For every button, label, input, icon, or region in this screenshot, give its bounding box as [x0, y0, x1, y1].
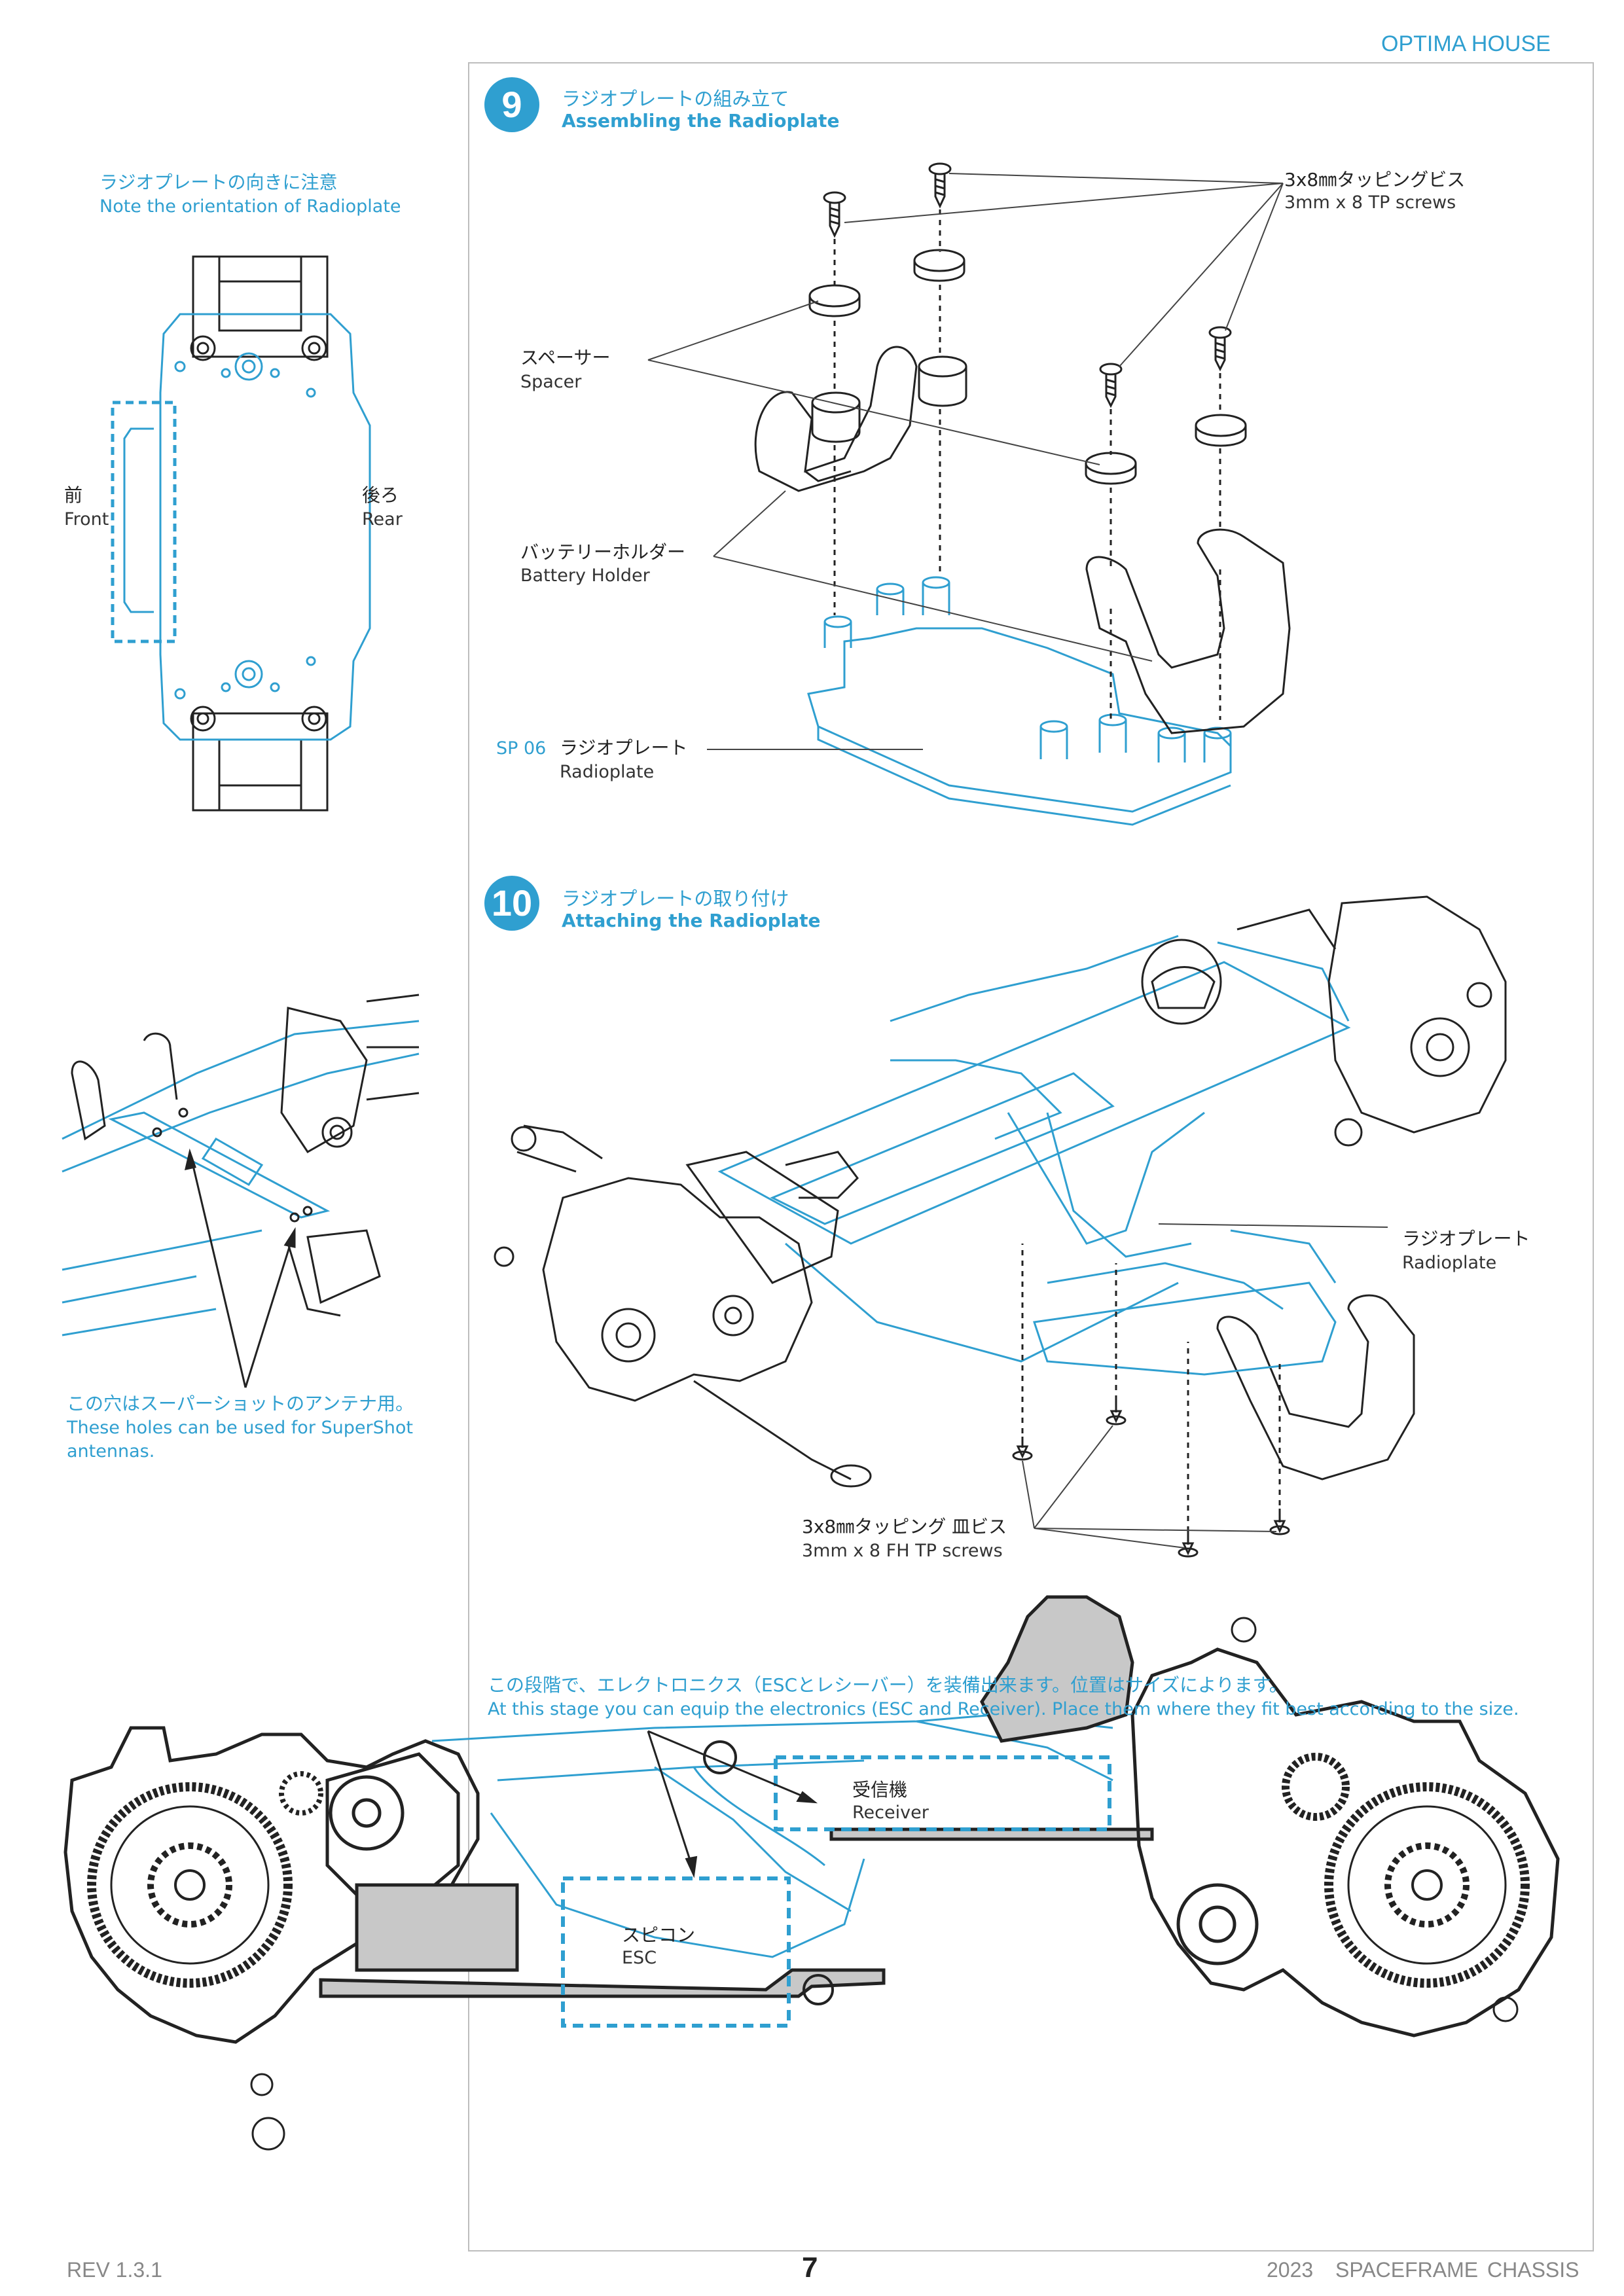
part-code-sp06: SP 06: [496, 738, 547, 759]
front-label-jp: 前: [64, 484, 83, 506]
rear-label-en: Rear: [362, 509, 403, 529]
step9-exploded-view: [647, 162, 1291, 826]
radioplate-top-view: [111, 255, 371, 812]
step-10-badge: 10: [484, 876, 539, 931]
step10-radioplate-label-en: Radioplate: [1402, 1253, 1497, 1273]
brand-header: OPTIMA HOUSE: [1381, 31, 1551, 56]
step10-chassis-view: [494, 895, 1507, 1558]
step-10-title-jp: ラジオプレートの取り付け: [562, 888, 789, 910]
antenna-note-jp: この穴はスーパーショットのアンテナ用。: [67, 1393, 414, 1414]
radioplate-label-jp: ラジオプレート: [560, 737, 688, 759]
radioplate-label-en: Radioplate: [560, 762, 655, 782]
tp-screws-label-en: 3mm x 8 TP screws: [1284, 192, 1456, 213]
steps-frame: [468, 62, 1594, 2251]
step-10-title-en: Attaching the Radioplate: [562, 910, 821, 931]
step10-radioplate-label-jp: ラジオプレート: [1402, 1228, 1530, 1249]
esc-label-en: ESC: [622, 1948, 657, 1968]
antenna-holes-detail: [62, 994, 420, 1388]
fh-screws-label-jp: 3x8㎜タッピング 皿ビス: [802, 1516, 1007, 1537]
footer-year: 2023: [1267, 2258, 1314, 2282]
electronics-side-view: [63, 1595, 1560, 2151]
receiver-label-en: Receiver: [852, 1803, 929, 1823]
footer-chassis: CHASSIS: [1487, 2258, 1579, 2282]
step-9-title-en: Assembling the Radioplate: [562, 110, 840, 132]
rear-label-jp: 後ろ: [362, 484, 399, 506]
orientation-note-jp: ラジオプレートの向きに注意: [99, 171, 338, 193]
receiver-label-jp: 受信機: [852, 1779, 908, 1801]
step-9-title-jp: ラジオプレートの組み立て: [562, 88, 789, 110]
step-9-badge: 9: [484, 77, 539, 132]
antenna-note-en-1: These holes can be used for SuperShot: [67, 1418, 413, 1438]
fh-screws-label-en: 3mm x 8 FH TP screws: [802, 1541, 1003, 1561]
orientation-note-en: Note the orientation of Radioplate: [99, 196, 401, 217]
esc-label-jp: スピコン: [622, 1924, 696, 1946]
revision-label: REV 1.3.1: [67, 2258, 162, 2282]
electronics-note-jp: この段階で、エレクトロニクス（ESCとレシーバー）を装備出来ます。位置はサイズに…: [488, 1674, 1288, 1696]
front-label-en: Front: [64, 509, 109, 529]
battery-holder-label-en: Battery Holder: [520, 565, 650, 586]
antenna-note-en-2: antennas.: [67, 1441, 155, 1462]
tp-screws-label-jp: 3x8㎜タッピングビス: [1284, 169, 1466, 190]
electronics-note-en: At this stage you can equip the electron…: [488, 1699, 1519, 1719]
battery-holder-label-jp: バッテリーホルダー: [520, 541, 686, 563]
page-number: 7: [802, 2251, 818, 2284]
spacer-label-en: Spacer: [520, 372, 582, 392]
spacer-label-jp: スペーサー: [520, 347, 611, 368]
footer-model: SPACEFRAME: [1335, 2258, 1479, 2282]
